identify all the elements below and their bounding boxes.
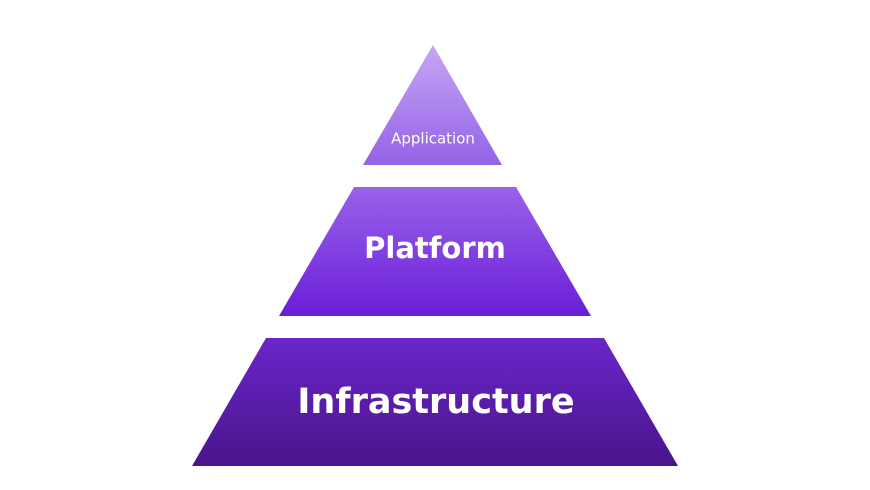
tier-platform-label: Platform [364,231,506,265]
pyramid-tier-infrastructure: Infrastructure [192,338,678,466]
pyramid-tier-platform: Platform [279,187,591,316]
pyramid-tier-application: Application [363,45,502,165]
tier-platform-shape [279,187,591,316]
tier-infrastructure-label: Infrastructure [297,382,574,422]
tier-application-label: Application [391,130,475,148]
tier-application-shape [363,45,502,165]
tier-infrastructure-shape [192,338,678,466]
